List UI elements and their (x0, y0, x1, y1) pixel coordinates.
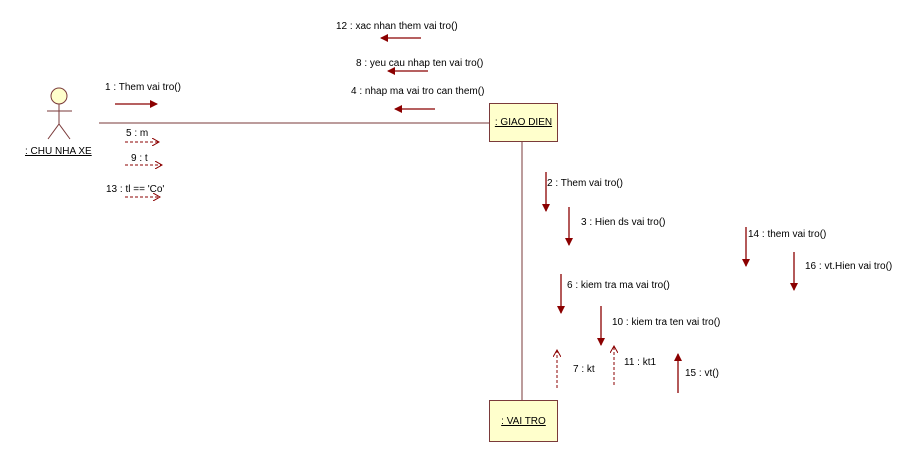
actor-label: : CHU NHA XE (25, 146, 92, 157)
message-label-10: 10 : kiem tra ten vai tro() (612, 317, 721, 328)
object-vai-tro[interactable]: : VAI TRO (489, 400, 558, 442)
message-label-16: 16 : vt.Hien vai tro() (805, 261, 893, 272)
actor-figure (47, 87, 72, 140)
message-label-8: 8 : yeu cau nhap ten vai tro() (356, 58, 484, 69)
message-label-2: 2 : Them vai tro() (547, 178, 623, 189)
message-label-3: 3 : Hien ds vai tro() (581, 217, 666, 228)
message-label-15: 15 : vt() (685, 368, 719, 379)
object-giao-dien[interactable]: : GIAO DIEN (489, 103, 558, 142)
message-label-4: 4 : nhap ma vai tro can them() (351, 86, 485, 97)
message-label-9: 9 : t (131, 153, 148, 164)
message-label-11: 11 : kt1 (624, 357, 657, 368)
message-label-6: 6 : kiem tra ma vai tro() (567, 280, 670, 291)
message-label-12: 12 : xac nhan them vai tro() (336, 21, 458, 32)
message-label-13: 13 : tl == 'Co' (106, 184, 165, 195)
message-label-5: 5 : m (126, 128, 149, 139)
message-label-14: 14 : them vai tro() (748, 229, 827, 240)
message-label-7: 7 : kt (573, 364, 595, 375)
message-label-1: 1 : Them vai tro() (105, 82, 181, 93)
